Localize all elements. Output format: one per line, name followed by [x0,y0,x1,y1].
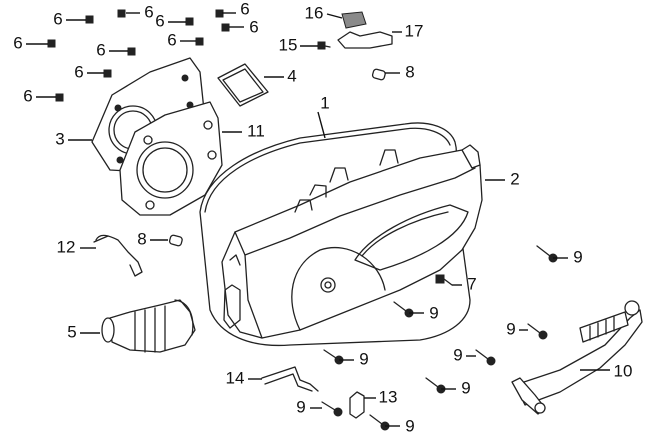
label-part-3: 3 [55,129,64,148]
part-4-inspection-plate [217,63,269,107]
label-part-17: 17 [405,21,424,40]
part-15-screw [317,41,331,50]
label-part-6-f: 6 [13,33,22,52]
label-part-6-d: 6 [240,0,249,18]
part-8-dowel-upper [371,68,386,81]
part-14-bracket [261,366,319,392]
label-part-11: 11 [247,121,265,140]
label-part-6-c: 6 [155,11,164,30]
part-17-mount-bracket [337,31,393,49]
label-part-9-f: 9 [461,378,470,397]
label-part-7: 7 [467,274,476,293]
label-part-12: 12 [57,237,76,256]
label-part-9-a: 9 [573,247,582,266]
part-5-intake-duct [101,299,196,353]
part-16-rubber-cap [341,11,367,29]
part-8-dowel-lower [168,234,183,247]
part-13-small-bracket [349,391,365,419]
label-part-6-g: 6 [96,40,105,59]
label-part-1: 1 [320,93,329,112]
label-part-16: 16 [305,3,324,22]
part-10-kickstart-lever [511,300,643,415]
label-part-10: 10 [614,361,633,380]
label-part-9-b: 9 [429,303,438,322]
label-part-9-h: 9 [405,416,414,435]
label-part-6-e: 6 [249,17,258,36]
part-12-hose-clip [93,234,143,277]
label-part-6-i: 6 [74,62,83,81]
label-part-2: 2 [510,169,519,188]
part-7-screw [435,274,453,286]
part-2-transmission-cover [221,144,483,339]
label-part-8-b: 8 [137,229,146,248]
label-part-14: 14 [226,368,245,387]
label-part-6-a: 6 [53,9,62,28]
part-11-inner-gasket [119,101,223,216]
label-part-5: 5 [67,322,76,341]
label-part-13: 13 [379,387,398,406]
label-part-6-b: 6 [144,2,153,21]
label-part-9-g: 9 [296,397,305,416]
label-part-9-e: 9 [453,345,462,364]
label-part-4: 4 [287,66,296,85]
label-part-9-c: 9 [506,319,515,338]
label-part-6-j: 6 [23,86,32,105]
label-part-9-d: 9 [359,349,368,368]
label-part-6-h: 6 [167,30,176,49]
part-labels: 1 2 3 4 5 6 6 6 6 6 6 6 6 6 6 7 8 8 9 9 … [13,0,632,435]
label-part-15: 15 [279,35,298,54]
leader-lines [26,12,610,427]
label-part-8-a: 8 [405,62,414,81]
